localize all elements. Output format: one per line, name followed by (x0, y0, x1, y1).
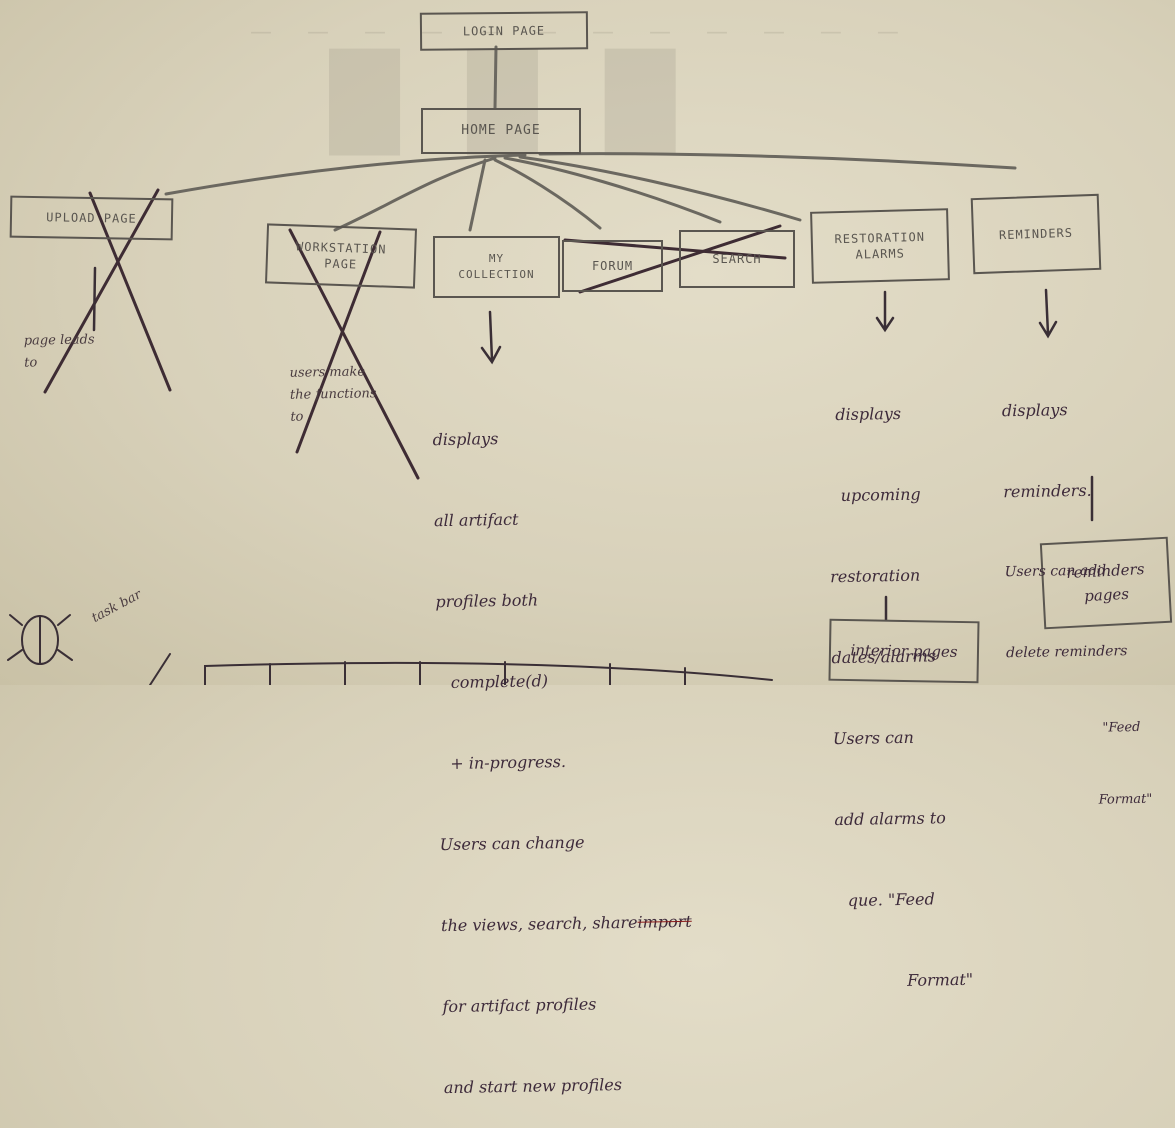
arrow-collection (480, 310, 502, 365)
upload-note: page leads to (23, 332, 95, 371)
my-collection-box: MY COLLECTION (433, 236, 560, 298)
reminders-note-line: displays (1001, 400, 1068, 421)
reminders-note-line: "Feed (1102, 719, 1141, 736)
reminders-note-line: Format" (1098, 791, 1153, 808)
restoration-note: displays upcoming restoration dates/alar… (826, 345, 974, 1022)
restoration-alarms-box: RESTORATION ALARMS (810, 208, 950, 284)
reminders-note-line: delete reminders (1005, 643, 1128, 662)
arrow-upload (92, 266, 97, 332)
collection-note-line: complete(d) (450, 671, 549, 692)
forum-box: FORUM (562, 240, 663, 292)
collection-note-line: profiles both (435, 590, 539, 612)
line-home-upload (164, 153, 527, 196)
collection-note-text: the views, search, share (440, 912, 638, 936)
bleed-through-large-text: █ █ █ (330, 50, 695, 155)
taskbar-pointer (149, 653, 171, 685)
line-home-reminders (538, 152, 1017, 170)
workstation-note: users make the functions to (289, 364, 377, 425)
reminders-note: displays reminders. Users can add delete… (1001, 341, 1153, 838)
collection-note-line: displays (432, 429, 499, 450)
collection-note-line: and start new profiles (443, 1075, 623, 1098)
reminders-note-line: reminders. (1003, 480, 1092, 502)
reminders-box: REMINDERS (970, 193, 1102, 275)
collection-note-line: for artifact profiles (442, 994, 597, 1017)
collection-note-line: + in-progress. (450, 751, 567, 773)
line-home-search (503, 156, 722, 224)
collection-note-line: Users can change (439, 832, 585, 855)
restoration-note-line: upcoming (840, 484, 921, 506)
restoration-note-line: dates/alarms (831, 646, 937, 668)
upload-page-box: UPLOAD PAGE (9, 195, 174, 241)
line-home-forum (493, 158, 602, 230)
restoration-note-line: Users can (832, 727, 915, 749)
login-page-box: LOGIN PAGE (419, 11, 589, 51)
workstation-page-box: WORKSTATION PAGE (264, 223, 418, 289)
restoration-note-line: Format" (907, 969, 974, 990)
arrow-reminders (1038, 288, 1058, 339)
cross-forum-search-a (563, 238, 787, 260)
line-login-home (493, 45, 498, 110)
cross-workstation-b (295, 230, 382, 454)
restoration-note-line: displays (835, 403, 902, 425)
home-page-box: HOME PAGE (421, 108, 581, 154)
cross-upload-a (88, 191, 172, 392)
collection-note-line: the views, search, shareimport (441, 908, 692, 939)
cross-upload-b (43, 188, 160, 394)
line-home-workstation (333, 156, 497, 232)
restoration-note-line: que. "Feed (847, 889, 935, 910)
arrow-restoration (875, 290, 895, 333)
crossed-out-word: import (637, 911, 692, 932)
taskbar-sketch (204, 661, 773, 685)
line-home-collection (468, 158, 487, 232)
cross-workstation-a (288, 228, 420, 480)
reminders-note-line: Users can add (1004, 562, 1107, 581)
restoration-note-line: restoration (829, 565, 921, 587)
restoration-note-line: add alarms to (834, 808, 946, 830)
bleed-through-text: — — — — — — — — — — — — (250, 20, 913, 45)
collection-note: displays all artifact profiles both comp… (431, 368, 695, 1128)
line-home-restoration (518, 155, 802, 222)
connector-lines (7, 45, 1094, 685)
search-box: SEARCH (679, 230, 795, 288)
collection-note-line: all artifact (433, 509, 519, 531)
